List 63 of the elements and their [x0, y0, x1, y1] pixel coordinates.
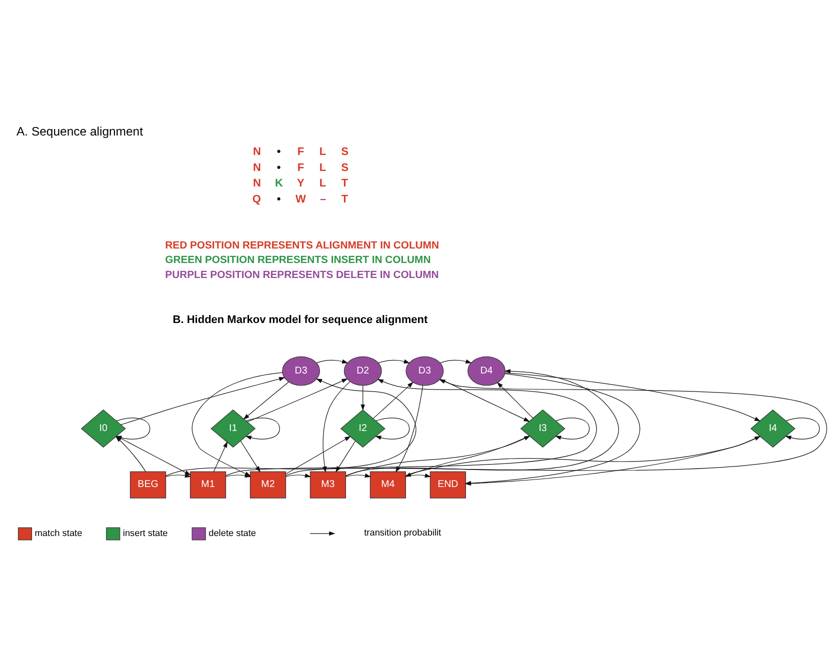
node-ellipse: D3: [282, 356, 320, 386]
arrow: [785, 417, 820, 440]
arrow: [496, 382, 534, 418]
label: Q: [252, 193, 261, 206]
arrow: [440, 358, 472, 363]
label: •: [276, 161, 281, 174]
diagram-title: A. Sequence alignment: [16, 124, 144, 138]
arrow: [247, 378, 348, 422]
node-ellipse: D3: [406, 356, 444, 386]
arrow: [243, 381, 289, 420]
label: B. Hidden Markov model for sequence alignment: [172, 314, 428, 326]
arrow: [555, 417, 590, 440]
node-box: M2: [250, 470, 286, 498]
label: T: [341, 193, 348, 206]
arrow: [166, 472, 192, 478]
label: F: [297, 161, 304, 174]
node-diamond: I3: [520, 409, 566, 448]
label: L: [319, 177, 326, 190]
label: Y: [297, 177, 304, 190]
label: PURPLE POSITION REPRESENTS DELETE IN COLUMN: [165, 269, 439, 280]
arrow: [213, 440, 228, 472]
arrow: [360, 384, 365, 410]
label: S: [341, 145, 348, 158]
label: L: [319, 161, 326, 174]
arrow: [226, 472, 252, 478]
label: •: [276, 145, 281, 158]
node-ellipse: D2: [344, 356, 382, 386]
node-box: M4: [370, 470, 406, 498]
legend-label: transition probabilit: [364, 527, 442, 538]
label: K: [275, 177, 283, 190]
legend-label: match state: [34, 527, 82, 538]
arrow: [245, 417, 280, 440]
node-diamond: I0: [80, 409, 126, 448]
arrow: [373, 381, 414, 418]
label: RED POSITION REPRESENTS ALIGNMENT IN COLUMN: [165, 240, 439, 251]
label: W: [296, 193, 306, 206]
label: L: [319, 145, 326, 158]
legend-label: delete state: [208, 527, 256, 538]
label: T: [341, 177, 348, 190]
node-diamond: I4: [750, 409, 796, 448]
legend-label: insert state: [122, 527, 168, 538]
node-box: BEG: [130, 470, 166, 498]
arrow: [345, 472, 372, 478]
arrow: [285, 472, 312, 478]
arrow: [504, 372, 761, 421]
arrow: [440, 378, 530, 422]
node-box: END: [430, 470, 466, 498]
node-box: M3: [310, 470, 346, 498]
label: –: [320, 193, 326, 206]
label: N: [252, 145, 261, 158]
label: F: [297, 145, 304, 158]
arrow: [120, 376, 286, 424]
label: GREEN POSITION REPRESENTS INSERT IN COLUMN: [165, 254, 431, 266]
arrow: [316, 358, 348, 363]
label: N: [252, 177, 261, 190]
arrow: [375, 417, 410, 440]
node-ellipse: D4: [468, 356, 506, 386]
node-box: M1: [190, 470, 226, 498]
label: N: [252, 161, 261, 174]
node-diamond: I2: [340, 409, 386, 448]
label: •: [276, 193, 281, 206]
label: S: [341, 161, 348, 174]
arrow: [378, 358, 410, 363]
